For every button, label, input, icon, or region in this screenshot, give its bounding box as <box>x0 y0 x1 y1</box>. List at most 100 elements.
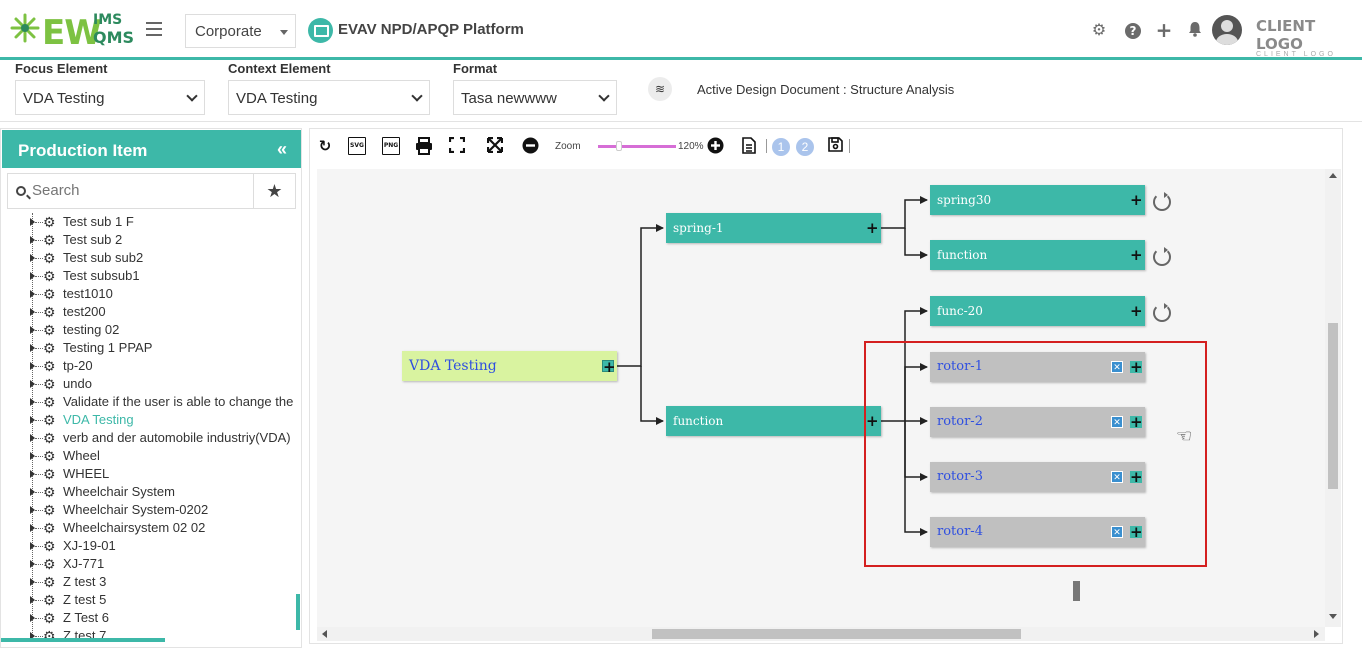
refresh-node-icon[interactable] <box>1153 247 1171 266</box>
expand-triangle-icon[interactable] <box>30 506 35 514</box>
tree-item[interactable]: ⚙Z Test 6 <box>3 609 299 627</box>
tree-item[interactable]: ⚙Wheelchair System <box>3 483 299 501</box>
expand-triangle-icon[interactable] <box>30 434 35 442</box>
scroll-down-icon[interactable] <box>1329 614 1337 619</box>
remove-node-icon[interactable]: ✕ <box>1111 361 1123 373</box>
expand-node-icon[interactable]: + <box>602 358 616 376</box>
expand-node-icon[interactable]: + <box>1130 191 1143 209</box>
scroll-thumb[interactable] <box>652 629 1021 639</box>
tree-item[interactable]: ⚙Wheel <box>3 447 299 465</box>
diagram-vertical-scrollbar[interactable] <box>1325 169 1341 627</box>
tree-item[interactable]: ⚙Test sub 2 <box>3 231 299 249</box>
remove-node-icon[interactable]: ✕ <box>1111 471 1123 483</box>
remove-node-icon[interactable]: ✕ <box>1111 416 1123 428</box>
tree-item[interactable]: ⚙Wheelchairsystem 02 02 <box>3 519 299 537</box>
expand-triangle-icon[interactable] <box>30 326 35 334</box>
export-svg-icon[interactable]: SVG <box>348 137 366 155</box>
page-1-button[interactable]: 1 <box>772 138 790 156</box>
tree-item[interactable]: ⚙testing 02 <box>3 321 299 339</box>
page-2-button[interactable]: 2 <box>796 138 814 156</box>
tree-item[interactable]: ⚙test200 <box>3 303 299 321</box>
expand-triangle-icon[interactable] <box>30 578 35 586</box>
diagram-node-root[interactable]: VDA Testing + <box>402 351 617 381</box>
fullscreen-icon[interactable] <box>448 136 466 155</box>
expand-triangle-icon[interactable] <box>30 380 35 388</box>
scroll-thumb[interactable] <box>1328 323 1338 489</box>
diagram-node-spring30[interactable]: spring30 + <box>930 185 1145 215</box>
diagram-node-rotor-2[interactable]: rotor-2 ✕ + <box>930 407 1145 437</box>
expand-triangle-icon[interactable] <box>30 470 35 478</box>
expand-node-icon[interactable]: + <box>866 219 879 237</box>
expand-triangle-icon[interactable] <box>30 614 35 622</box>
expand-triangle-icon[interactable] <box>30 272 35 280</box>
expand-node-icon[interactable]: + <box>1130 358 1143 376</box>
diagram-node-function[interactable]: function + <box>666 406 881 436</box>
help-icon[interactable]: ? <box>1125 23 1141 39</box>
tree-item[interactable]: ⚙verb and der automobile industriy(VDA) <box>3 429 299 447</box>
remove-node-icon[interactable]: ✕ <box>1111 526 1123 538</box>
tree-item[interactable]: ⚙XJ-771 <box>3 555 299 573</box>
scroll-up-icon[interactable] <box>1329 173 1337 178</box>
expand-node-icon[interactable]: + <box>1130 246 1143 264</box>
expand-triangle-icon[interactable] <box>30 452 35 460</box>
tree-item[interactable]: ⚙Wheelchair System-0202 <box>3 501 299 519</box>
save-icon[interactable] <box>826 137 844 155</box>
tree-item[interactable]: ⚙Validate if the user is able to change … <box>3 393 299 411</box>
expand-triangle-icon[interactable] <box>30 542 35 550</box>
vertical-scrollbar[interactable] <box>296 594 300 630</box>
tree-item[interactable]: ⚙Test subsub1 <box>3 267 299 285</box>
search-input[interactable] <box>32 182 242 199</box>
diagram-horizontal-scrollbar[interactable] <box>317 627 1325 641</box>
tree-item[interactable]: ⚙Z test 3 <box>3 573 299 591</box>
expand-triangle-icon[interactable] <box>30 236 35 244</box>
scroll-right-icon[interactable] <box>1314 630 1319 638</box>
expand-triangle-icon[interactable] <box>30 416 35 424</box>
gear-icon[interactable]: ⚙ <box>1091 20 1107 39</box>
app-logo[interactable]: EW IMS QMS <box>8 10 134 53</box>
expand-triangle-icon[interactable] <box>30 290 35 298</box>
fit-expand-icon[interactable] <box>486 136 504 155</box>
expand-triangle-icon[interactable] <box>30 560 35 568</box>
expand-triangle-icon[interactable] <box>30 596 35 604</box>
expand-triangle-icon[interactable] <box>30 398 35 406</box>
refresh-node-icon[interactable] <box>1153 192 1171 211</box>
context-element-select[interactable]: VDA Testing <box>228 80 430 115</box>
expand-node-icon[interactable]: + <box>866 412 879 430</box>
horizontal-scrollbar[interactable] <box>1 638 165 642</box>
zoom-slider[interactable] <box>598 145 676 148</box>
zoom-out-icon[interactable] <box>521 137 539 155</box>
bell-icon[interactable] <box>1186 21 1204 39</box>
export-png-icon[interactable]: PNG <box>382 137 400 155</box>
expand-triangle-icon[interactable] <box>30 632 35 639</box>
expand-triangle-icon[interactable] <box>30 344 35 352</box>
tree-item[interactable]: ⚙undo <box>3 375 299 393</box>
tree-item[interactable]: ⚙Z test 5 <box>3 591 299 609</box>
tree-item[interactable]: ⚙tp-20 <box>3 357 299 375</box>
diagram-node-rotor-1[interactable]: rotor-1 ✕ + <box>930 352 1145 382</box>
menu-icon[interactable] <box>146 22 162 36</box>
diagram-canvas[interactable]: VDA Testing + spring-1 + function + spri… <box>317 169 1325 627</box>
diagram-node-spring-1[interactable]: spring-1 + <box>666 213 881 243</box>
expand-node-icon[interactable]: + <box>1130 413 1143 431</box>
refresh-node-icon[interactable] <box>1153 303 1171 322</box>
tree-item[interactable]: ⚙XJ-19-01 <box>3 537 299 555</box>
layers-icon[interactable]: ≋ <box>648 77 672 101</box>
refresh-icon[interactable]: ↻ <box>318 137 332 155</box>
diagram-node-rotor-4[interactable]: rotor-4 ✕ + <box>930 517 1145 547</box>
expand-node-icon[interactable]: + <box>1130 468 1143 486</box>
expand-triangle-icon[interactable] <box>30 488 35 496</box>
diagram-node-function-child[interactable]: function + <box>930 240 1145 270</box>
tree-item[interactable]: ⚙Testing 1 PPAP <box>3 339 299 357</box>
tree-item[interactable]: ⚙Z test 7 <box>3 627 299 639</box>
tree-item[interactable]: ⚙Test sub 1 F <box>3 213 299 231</box>
tree-item[interactable]: ⚙test1010 <box>3 285 299 303</box>
expand-triangle-icon[interactable] <box>30 362 35 370</box>
scroll-left-icon[interactable] <box>322 630 327 638</box>
favorites-star-icon[interactable]: ★ <box>254 173 296 209</box>
document-icon[interactable] <box>740 137 758 155</box>
tree-item[interactable]: ⚙WHEEL <box>3 465 299 483</box>
diagram-node-func-20[interactable]: func-20 + <box>930 296 1145 326</box>
zoom-in-icon[interactable] <box>706 137 724 155</box>
focus-element-select[interactable]: VDA Testing <box>15 80 205 115</box>
tree-item[interactable]: ⚙Test sub sub2 <box>3 249 299 267</box>
